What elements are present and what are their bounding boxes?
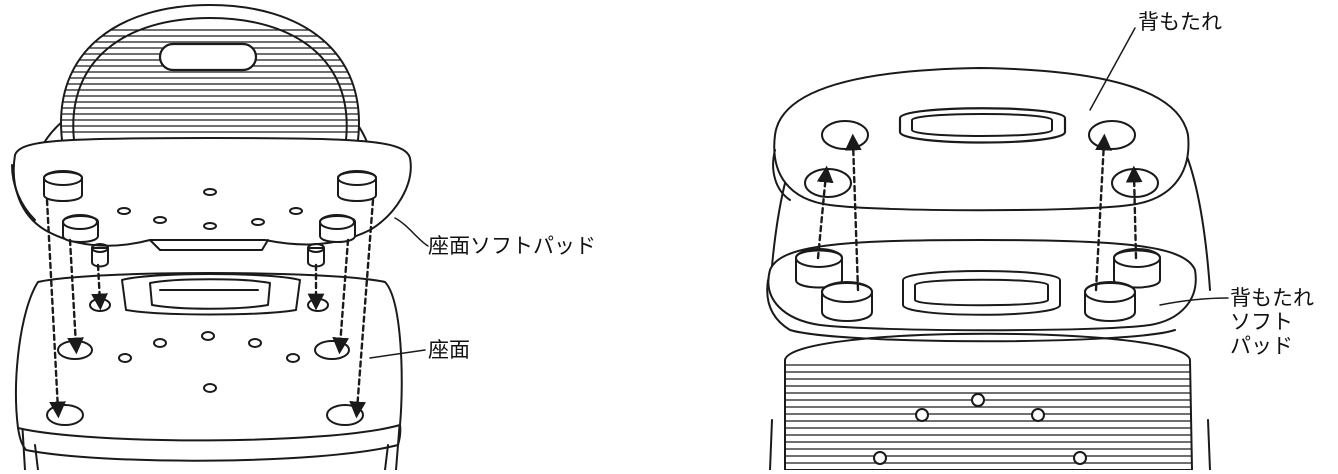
leader-seat [369, 349, 426, 359]
right-assembly-arrows [816, 133, 1143, 292]
leader-backrest [1089, 27, 1136, 111]
left-backrest-stripes [61, 29, 359, 133]
right-backrest-soft-pad [766, 239, 1197, 343]
label-backrest-soft-pad: 背もたれ ソフト パッド [1230, 286, 1314, 358]
left-backrest [60, 4, 360, 141]
label-seat: 座面 [428, 338, 470, 362]
label-backrest-pad-line3: パッド [1230, 334, 1293, 358]
label-backrest: 背もたれ [1138, 10, 1222, 34]
left-assembly-arrows [45, 198, 375, 419]
right-backrest-lower [784, 332, 1193, 471]
right-chair-figure [766, 27, 1229, 471]
leader-seat-pad [394, 217, 429, 247]
pad-posts [43, 170, 377, 268]
left-seat-soft-pad [11, 137, 412, 268]
label-backrest-pad-line1: 背もたれ [1230, 286, 1314, 310]
label-backrest-pad-line2: ソフト [1230, 310, 1293, 334]
left-chair-figure [11, 4, 429, 471]
leader-backrest-pad [1159, 297, 1229, 306]
left-seat [15, 272, 403, 462]
label-seat-soft-pad: 座面ソフトパッド [428, 234, 596, 258]
right-backrest [772, 67, 1190, 212]
